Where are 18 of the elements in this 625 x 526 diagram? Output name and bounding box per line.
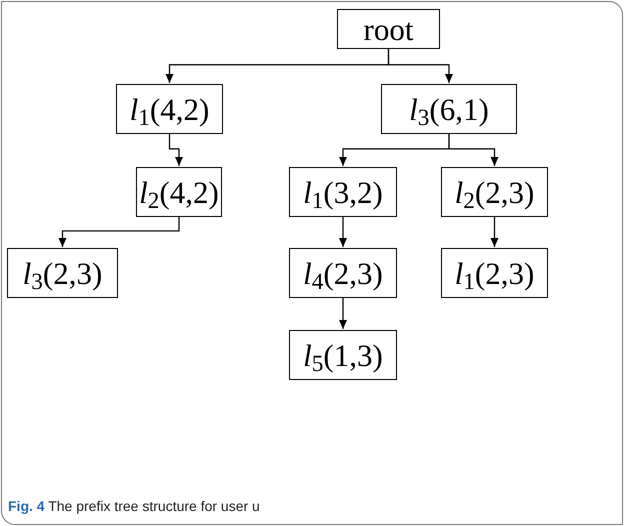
figure-caption: Fig. 4 The prefix tree structure for user u <box>8 497 260 516</box>
arrow <box>388 49 453 83</box>
arrow <box>339 298 347 329</box>
arrow <box>448 134 498 166</box>
tree-node-box: root <box>337 9 440 49</box>
arrow <box>490 217 498 247</box>
tree-node-box: l$_{2}$(4,2) <box>136 167 222 217</box>
tree-node-box: l$_{1}$(4,2) <box>116 84 223 134</box>
tree-node-box: l$_{3}$(2,3) <box>7 248 118 298</box>
arrow <box>168 134 183 166</box>
tree-node-box: l$_{1}$(2,3) <box>441 248 548 298</box>
tree-node-box: l$_{3}$(6,1) <box>381 84 517 134</box>
arrow <box>58 217 180 247</box>
tree-node-box: l$_{5}$(1,3) <box>289 330 397 380</box>
tree-node-box: l$_{1}$(3,2) <box>289 167 397 217</box>
tree-node-box: l$_{4}$(2,3) <box>289 248 397 298</box>
tree-node-box: l$_{2}$(2,3) <box>441 167 548 217</box>
arrow <box>339 217 347 247</box>
